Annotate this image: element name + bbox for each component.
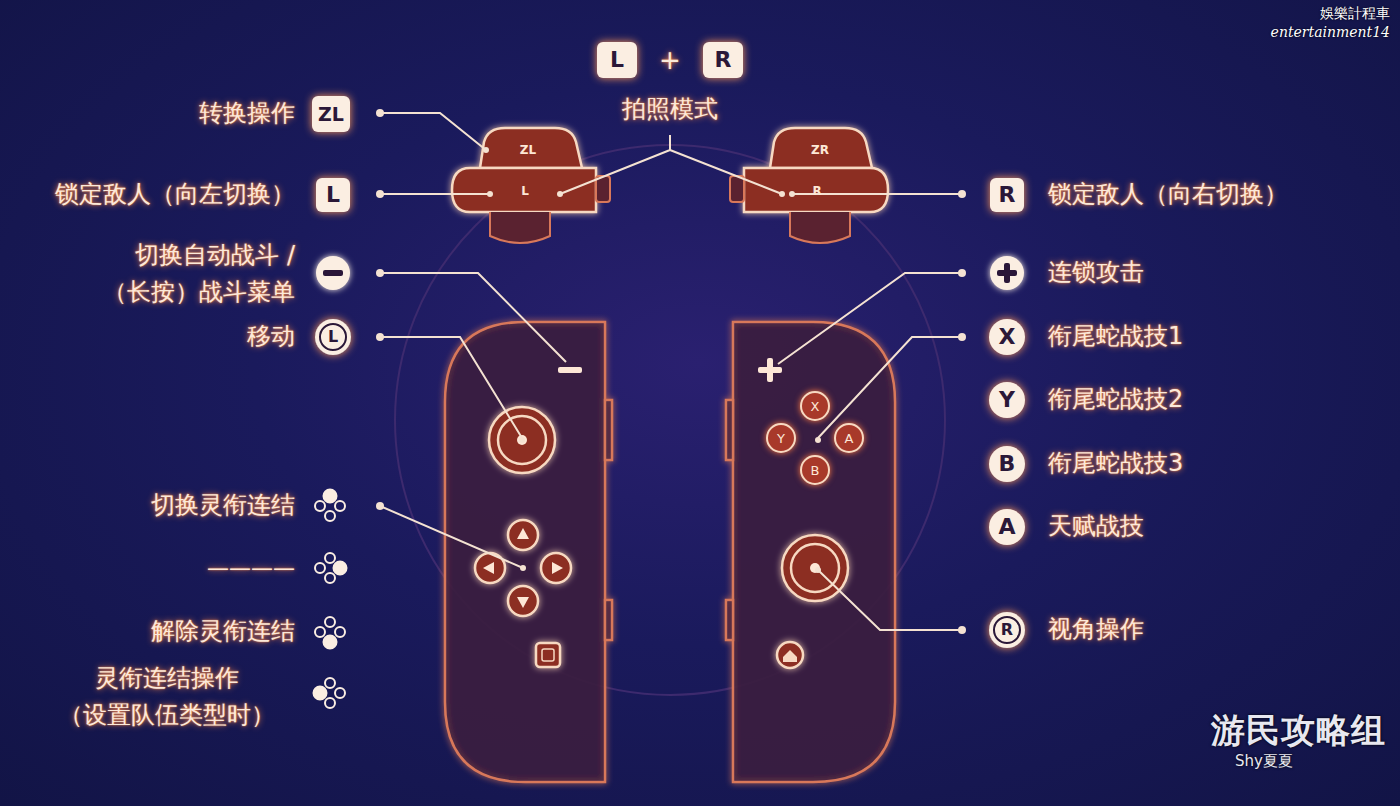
feature-label: 转换操作 [199, 95, 295, 132]
button-badge: X [989, 319, 1025, 355]
feature-label: 锁定敌人（向左切换） [55, 176, 295, 213]
face-button: B [800, 455, 830, 485]
zr-trigger [770, 128, 872, 168]
key-badge: R [703, 42, 743, 78]
button-text: R [812, 182, 821, 201]
watermark: Shy夏夏 [1235, 750, 1293, 773]
key-text: Y [777, 432, 785, 445]
stick-top [490, 212, 550, 243]
key-text: R [715, 49, 732, 71]
feature-label: 解除灵衔连结 [151, 613, 295, 650]
home-button [777, 642, 803, 668]
feature-label: 拍照模式 [622, 91, 718, 128]
button-badge: A [989, 509, 1025, 545]
key-text: L [326, 184, 340, 206]
key-text: A [998, 516, 1015, 538]
rail-tab [726, 600, 733, 640]
feature-label: 衔尾蛇战技2 [1048, 381, 1183, 418]
feature-label: 天赋战技 [1048, 508, 1144, 545]
dpad-up [508, 520, 538, 550]
button-text: ZR [811, 141, 829, 160]
button-badge: B [989, 446, 1025, 482]
side-rail [730, 176, 744, 202]
button-text: ZL [520, 141, 536, 160]
side-rail [596, 176, 610, 202]
feature-label: 灵衔连结操作 （设置队伍类型时） [42, 660, 292, 734]
capture-button [536, 643, 560, 667]
key-text: Y [999, 389, 1015, 411]
l-button [452, 168, 596, 212]
face-button: X [800, 391, 830, 421]
key-text: L [610, 49, 624, 71]
face-button: A [834, 423, 864, 453]
rail-tab [605, 400, 612, 460]
dpad-right [541, 553, 571, 583]
key-text: B [999, 453, 1016, 475]
stick-badge: L [315, 319, 351, 355]
key-badge: ZL [312, 96, 350, 132]
left-joycon [445, 322, 605, 782]
key-text: A [845, 432, 854, 445]
right-stick [791, 544, 839, 592]
plus-button [767, 358, 773, 382]
key-badge: R [990, 178, 1024, 212]
plus-sign: + [659, 40, 681, 80]
stick-badge: R [989, 612, 1025, 648]
watermark: 娛樂計程車 [1320, 3, 1390, 25]
leader-lines [380, 113, 962, 630]
key-badge: L [597, 42, 637, 78]
zl-trigger [480, 128, 582, 168]
key-text: R [1001, 622, 1013, 638]
left-stick [489, 407, 555, 473]
rail-tab [605, 600, 612, 640]
key-text: X [999, 326, 1016, 348]
feature-label: 衔尾蛇战技3 [1048, 445, 1183, 482]
key-text: ZL [318, 105, 344, 124]
face-button: Y [766, 423, 796, 453]
key-text: B [811, 464, 820, 477]
feature-label: 移动 [247, 318, 295, 355]
key-text: L [328, 329, 338, 345]
plus-badge [990, 256, 1024, 290]
feature-label: 连锁攻击 [1048, 254, 1144, 291]
dpad-icons [314, 490, 347, 709]
r-button [744, 168, 888, 212]
key-text: R [999, 184, 1016, 206]
blank-label: ———— [207, 551, 295, 585]
dpad-down [508, 586, 538, 616]
button-text: L [521, 182, 529, 201]
stick-top [790, 212, 850, 243]
feature-label: 衔尾蛇战技1 [1048, 318, 1183, 355]
watermark: 游民攻略组 [1211, 704, 1386, 757]
button-badge: Y [989, 382, 1025, 418]
key-badge: L [316, 178, 350, 212]
rail-tab [726, 400, 733, 460]
feature-label: 视角操作 [1048, 611, 1144, 648]
minus-button [558, 367, 582, 373]
watermark: entertainment14 [1271, 22, 1390, 44]
key-text: X [811, 400, 820, 413]
minus-badge [316, 256, 350, 290]
left-stick [498, 416, 546, 464]
feature-label: 切换灵衔连结 [151, 487, 295, 524]
feature-label: 切换自动战斗 / （长按）战斗菜单 [80, 237, 295, 311]
right-joycon [733, 322, 895, 782]
feature-label: 锁定敌人（向右切换） [1048, 176, 1288, 213]
right-stick [782, 535, 848, 601]
